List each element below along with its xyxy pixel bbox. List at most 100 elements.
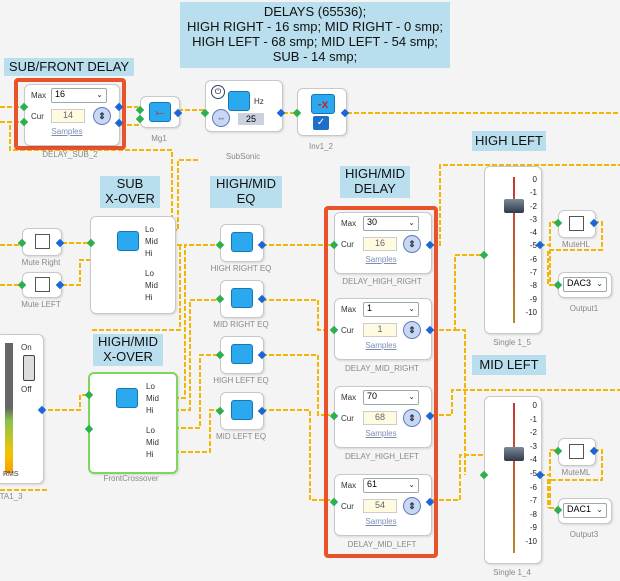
tick-label: 0	[532, 401, 537, 410]
slider-handle[interactable]	[504, 199, 524, 213]
chevron-down-icon: ⌄	[408, 480, 415, 489]
delay-caption: DELAY_MID_RIGHT	[344, 364, 420, 373]
delay-block-sub[interactable]: Max 16⌄ Cur 14 ⇕ Samples	[24, 84, 120, 146]
tick-label: -2	[529, 201, 537, 211]
mute-checkbox[interactable]	[35, 277, 50, 292]
tick-label: -7	[529, 268, 537, 278]
tick-label: -6	[529, 254, 537, 264]
cur-value[interactable]: 68	[363, 411, 397, 425]
invert-checkbox[interactable]: ✓	[313, 116, 329, 130]
mute-checkbox[interactable]	[35, 234, 50, 249]
tick-label: -10	[525, 307, 537, 317]
delay-block-mid-right[interactable]: Max 1⌄ Cur 1 ⇕ Samples	[334, 298, 432, 360]
sub-front-delay-label: SUB/FRONT DELAY	[4, 58, 134, 76]
eq-block-high-left[interactable]	[220, 336, 264, 374]
delay-block-high-left[interactable]: Max 70⌄ Cur 68 ⇕ Samples	[334, 386, 432, 448]
mute-checkbox[interactable]	[569, 444, 584, 459]
slider-block-mid-left[interactable]: 0 -1 -2 -3 -4 -5 -6 -7 -8 -9 -10	[484, 396, 542, 564]
port-lo: Lo	[146, 382, 155, 391]
highpass-icon	[228, 91, 250, 111]
delays-info-label: DELAYS (65536); HIGH RIGHT - 16 smp; MID…	[180, 2, 450, 68]
tick-label: -1	[529, 414, 537, 424]
slider-track	[513, 403, 515, 553]
tick-label: -9	[529, 294, 537, 304]
high-mid-delay-label: HIGH/MID DELAY	[340, 166, 410, 198]
tick-label: -2	[529, 428, 537, 438]
label-line: HIGH/MID	[345, 166, 405, 181]
hz-label: Hz	[254, 97, 264, 106]
knob-icon[interactable]: ⇕	[403, 497, 421, 515]
subsonic-value[interactable]: 25	[238, 113, 264, 125]
samples-link[interactable]: Samples	[365, 255, 397, 264]
max-label: Max	[341, 305, 357, 314]
max-value: 61	[367, 479, 378, 489]
eq-caption: HIGH RIGHT EQ	[210, 264, 272, 273]
output-value: DAC3	[567, 278, 592, 288]
port-lo: Lo	[145, 225, 154, 234]
slider-handle[interactable]	[504, 447, 524, 461]
tick-label: -4	[529, 228, 537, 238]
cur-value[interactable]: 14	[51, 109, 85, 123]
knob-icon[interactable]: ⇕	[93, 107, 111, 125]
rta-block[interactable]: On Off RMS	[0, 334, 44, 484]
subsonic-caption: SubSonic	[225, 152, 261, 161]
chevron-down-icon: ⌄	[408, 304, 415, 313]
max-label: Max	[341, 481, 357, 490]
invert-icon: -x	[311, 94, 335, 114]
output-dropdown[interactable]: DAC1⌄	[563, 503, 607, 518]
cur-label: Cur	[341, 240, 354, 249]
chevron-down-icon: ⌄	[596, 279, 603, 288]
cur-value[interactable]: 16	[363, 237, 397, 251]
mute-hl-block[interactable]	[558, 210, 596, 238]
max-dropdown[interactable]: 1⌄	[363, 302, 419, 317]
mute-ml-block[interactable]	[558, 438, 596, 466]
samples-link[interactable]: Samples	[365, 429, 397, 438]
delay-block-high-right[interactable]: Max 30⌄ Cur 16 ⇕ Samples	[334, 212, 432, 274]
max-dropdown[interactable]: 16⌄	[51, 88, 107, 103]
knob-icon[interactable]: ⇕	[403, 321, 421, 339]
port-hi: Hi	[146, 406, 154, 415]
max-dropdown[interactable]: 61 ⌄	[363, 478, 419, 493]
tick-label: -8	[529, 281, 537, 291]
mute-checkbox[interactable]	[569, 216, 584, 231]
sub-crossover-block[interactable]: Lo Mid Hi Lo Mid Hi	[90, 216, 176, 314]
delays-highlight	[324, 206, 438, 558]
mute-right-block[interactable]	[22, 228, 62, 256]
max-dropdown[interactable]: 30⌄	[363, 216, 419, 231]
power-icon[interactable]: ⏻	[211, 85, 225, 99]
eq-block-high-right[interactable]	[220, 224, 264, 262]
meter-bar	[5, 343, 13, 473]
output-block-3[interactable]: DAC1⌄	[558, 498, 612, 524]
sub-xover-label: SUB X-OVER	[100, 176, 160, 208]
output-value: DAC1	[567, 504, 592, 514]
max-dropdown[interactable]: 70⌄	[363, 390, 419, 405]
delay-block-mid-left[interactable]: Max 61⌄ Cur 54 ⇕ Samples	[334, 474, 432, 536]
cur-label: Cur	[31, 112, 44, 121]
delay-caption: DELAY_HIGH_LEFT	[344, 452, 420, 461]
tick-label: -5	[529, 468, 537, 478]
eq-block-mid-left[interactable]	[220, 392, 264, 430]
invert-block[interactable]: -x ✓	[297, 88, 347, 136]
output-block-1[interactable]: DAC3 ⌄	[558, 272, 612, 298]
subsonic-block[interactable]: ⏻ Hz ⇔ 25	[205, 80, 283, 132]
knob-icon[interactable]: ⇕	[403, 409, 421, 427]
port-hi: Hi	[145, 293, 153, 302]
slider-block-high-left[interactable]: 0 -1 -2 -3 -4 -5 -6 -7 -8 -9 -10	[484, 166, 542, 334]
label-line: X-OVER	[105, 191, 155, 206]
eq-block-mid-right[interactable]	[220, 280, 264, 318]
port-mid: Mid	[145, 237, 158, 246]
rta-switch[interactable]	[23, 355, 35, 381]
rta-off-label: Off	[21, 385, 32, 394]
samples-link[interactable]: Samples	[365, 341, 397, 350]
output-dropdown[interactable]: DAC3 ⌄	[563, 277, 607, 292]
samples-link[interactable]: Samples	[365, 517, 397, 526]
cur-value[interactable]: 54	[363, 499, 397, 513]
tick-label: -4	[529, 455, 537, 465]
merge-block[interactable]: ⤚	[140, 96, 180, 128]
link-knob-icon[interactable]: ⇔	[212, 109, 230, 127]
knob-icon[interactable]: ⇕	[403, 235, 421, 253]
samples-link[interactable]: Samples	[51, 127, 83, 136]
cur-value[interactable]: 1	[363, 323, 397, 337]
front-crossover-block[interactable]: Lo Mid Hi Lo Mid Hi	[88, 372, 178, 474]
